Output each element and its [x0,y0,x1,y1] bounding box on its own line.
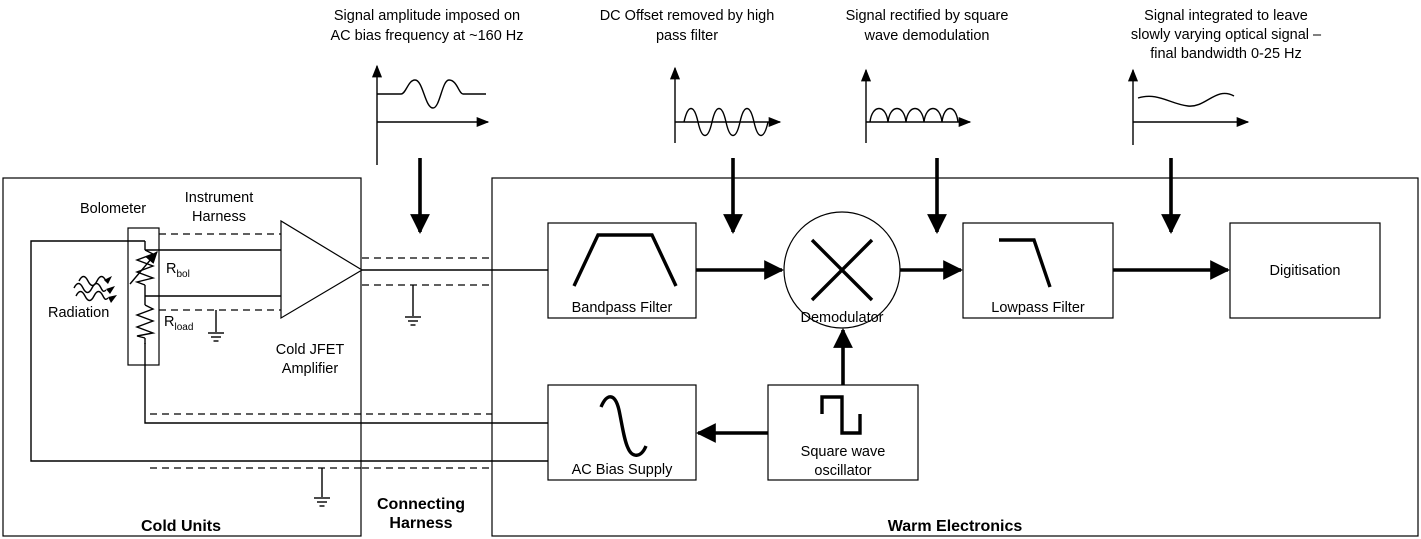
oscillator-label-line-1: Square wave [801,444,886,460]
bandpass-filter-block [547,222,697,319]
oscillator-label-line-2: oscillator [814,463,871,479]
r-load-resistor [135,304,156,339]
outer-loop-wire [30,240,548,462]
amplitude-annotation: Signal amplitude imposed on AC bias freq… [330,8,523,44]
rectified-waveform [860,68,972,143]
integrated-line-3: final bandwidth 0-25 Hz [1150,46,1302,62]
radiation-label: Radiation [48,305,109,321]
ground-symbol-icon [208,310,224,342]
r-load-label: Rload [164,314,193,333]
sine-wave-icon [599,395,648,457]
dc-offset-waveform [669,66,782,143]
amplitude-line-1: Signal amplitude imposed on [334,8,520,24]
multiplier-cross-icon [810,238,874,302]
connecting-harness-line-2: Harness [389,515,452,532]
lowpass-label: Lowpass Filter [991,300,1085,316]
rectified-line-2: wave demodulation [864,28,990,44]
digitisation-block [1229,222,1381,319]
dc-offset-line-2: pass filter [656,28,718,44]
cold-units-title: Cold Units [141,518,221,535]
bandpass-symbol [572,233,678,287]
integrated-line-1: Signal integrated to leave [1144,8,1308,24]
jfet-label-line-1: Cold JFET [276,342,345,358]
lowpass-filter-block [962,222,1114,319]
instrument-harness-line-1: Instrument [185,190,254,206]
integrated-waveform [1127,68,1250,145]
jfet-label-line-2: Amplifier [282,361,339,377]
bandpass-label: Bandpass Filter [572,300,673,316]
dc-offset-line-1: DC Offset removed by high [600,8,775,24]
lowpass-symbol [999,238,1052,288]
ac-bias-label: AC Bias Supply [572,462,673,478]
rectified-annotation: Signal rectified by square wave demodula… [846,8,1009,44]
demodulator-label: Demodulator [800,310,883,326]
connecting-harness-line-1: Connecting [377,496,465,513]
ground-symbol-icon [314,468,330,507]
ground-symbol-icon [405,285,421,326]
cold-units-box [2,177,362,537]
r-bol-label: Rbol [166,261,190,280]
rectified-line-1: Signal rectified by square [846,8,1009,24]
amplitude-line-2: AC bias frequency at ~160 Hz [330,28,523,44]
integrated-annotation: Signal integrated to leave slowly varyin… [1131,8,1322,62]
r-bol-resistor [129,249,158,286]
bolometer-label: Bolometer [80,201,146,217]
instrument-harness-line-2: Harness [192,209,246,225]
load-return-wire [144,343,548,424]
warm-electronics-title: Warm Electronics [888,518,1023,535]
square-wave-icon [820,395,862,435]
warm-electronics-box [491,177,1419,537]
amplitude-waveform [371,64,490,165]
integrated-line-2: slowly varying optical signal – [1131,27,1322,43]
jfet-amplifier-triangle [280,219,364,320]
radiation-wave-icon [73,275,117,303]
digitisation-label: Digitisation [1270,263,1341,279]
dc-offset-annotation: DC Offset removed by high pass filter [600,8,775,44]
